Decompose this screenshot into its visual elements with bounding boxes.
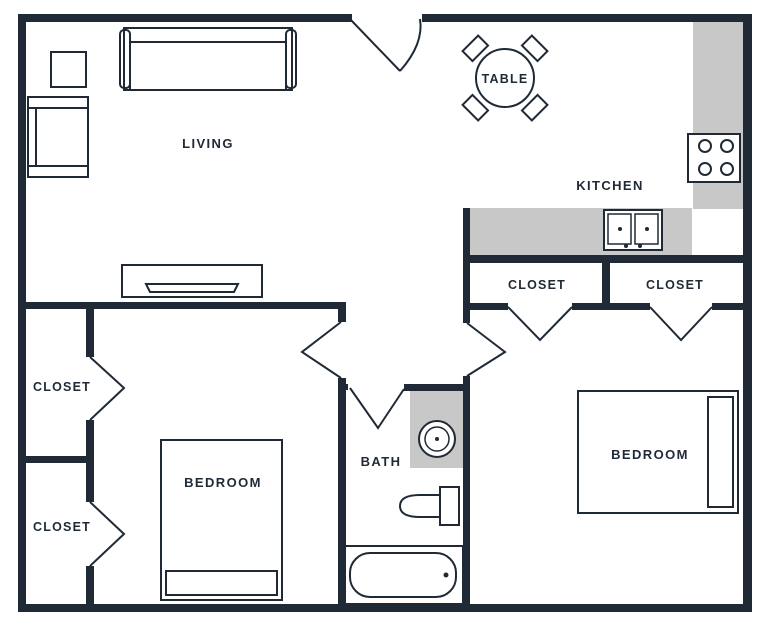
closet-kitchen-right-label: CLOSET bbox=[646, 278, 704, 292]
closet-door-kitchen-left[interactable] bbox=[507, 306, 573, 342]
toilet bbox=[398, 486, 460, 526]
closet-kitchen-left-label: CLOSET bbox=[508, 278, 566, 292]
bed-left bbox=[160, 439, 283, 601]
bath-sink bbox=[418, 420, 456, 458]
bath-door[interactable] bbox=[349, 387, 405, 430]
right-bedroom-door[interactable] bbox=[466, 322, 507, 377]
closet-door-left-top[interactable] bbox=[89, 356, 126, 421]
closet-door-kitchen-right[interactable] bbox=[649, 306, 713, 342]
kitchen-label: KITCHEN bbox=[576, 178, 644, 193]
closet-door-left-bottom[interactable] bbox=[89, 501, 126, 567]
sofa bbox=[119, 27, 297, 91]
bedroom-left-label: BEDROOM bbox=[184, 475, 262, 490]
bedroom-right-label: BEDROOM bbox=[611, 447, 689, 462]
entry-door[interactable] bbox=[349, 18, 422, 72]
bed-right bbox=[577, 390, 739, 514]
side-table bbox=[50, 51, 87, 88]
living-label: LIVING bbox=[182, 136, 234, 151]
dining-table bbox=[461, 34, 549, 122]
bath-label: BATH bbox=[361, 454, 402, 469]
armchair bbox=[27, 96, 89, 178]
table-label: TABLE bbox=[482, 72, 529, 86]
interior-walls bbox=[26, 208, 752, 606]
exterior-walls bbox=[18, 14, 752, 612]
tv-console bbox=[121, 264, 263, 298]
bathtub bbox=[344, 545, 464, 605]
kitchen-sink bbox=[603, 209, 663, 251]
closet-left-top-label: CLOSET bbox=[33, 380, 91, 394]
closet-left-bottom-label: CLOSET bbox=[33, 520, 91, 534]
left-bedroom-door[interactable] bbox=[300, 321, 342, 379]
stove bbox=[687, 133, 741, 183]
